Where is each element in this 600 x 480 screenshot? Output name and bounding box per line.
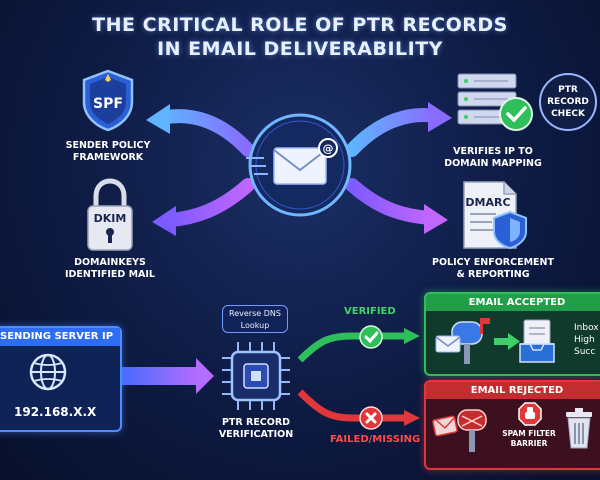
ptr-chip-icon [222, 342, 290, 410]
verified-check-icon [359, 325, 383, 349]
ptr-check-illustration: PTR RECORD CHECK [457, 73, 597, 131]
mailbox-icon [457, 409, 487, 452]
dkim-label-line-2: IDENTIFIED MAIL [65, 269, 155, 280]
dmarc-label-line-2: & REPORTING [456, 269, 530, 280]
accepted-text-line-2: High [574, 335, 595, 345]
sending-server-panel: SENDING SERVER IP [0, 326, 122, 432]
dkim-badge-text: DKIM [94, 212, 127, 225]
verified-label: VERIFIED [344, 306, 396, 317]
at-sign-icon: @ [318, 138, 338, 158]
arrow-failed [297, 389, 404, 422]
email-rejected-header: EMAIL REJECTED [426, 382, 600, 399]
sending-server-ip: 192.168.X.X [14, 405, 97, 419]
failed-x-icon [359, 406, 383, 430]
arrow-right-icon [494, 333, 520, 350]
envelope-icon [273, 147, 327, 185]
central-email-hub: @ [246, 113, 352, 217]
spf-label: SENDER POLICY FRAMEWORK [52, 140, 164, 164]
trash-can-icon [566, 408, 592, 449]
accepted-illustration [435, 318, 555, 364]
arrow-to-dkim [163, 178, 255, 227]
inbox-tray-icon [519, 319, 555, 363]
arrow-head-verified [404, 328, 420, 344]
dmarc-document-icon: DMARC [463, 181, 527, 250]
spf-badge-text: SPF [93, 96, 123, 112]
reverse-dns-tag: Reverse DNS Lookup [222, 305, 288, 333]
arrow-head-dmarc [424, 204, 448, 234]
email-accepted-header: EMAIL ACCEPTED [426, 294, 600, 311]
sending-server-header: SENDING SERVER IP [0, 328, 120, 346]
dkim-label-line-1: DOMAINKEYS [74, 257, 146, 268]
spam-filter-label: SPAM FILTER BARRIER [496, 429, 562, 449]
ptr-badge-line-3: CHECK [551, 109, 586, 119]
accepted-text: Inbox High Succ [574, 322, 599, 358]
ptr-verification-line-1: PTR RECORD [221, 417, 291, 428]
accepted-text-line-3: Succ [574, 347, 596, 357]
dkim-label: DOMAINKEYS IDENTIFIED MAIL [52, 257, 168, 281]
arrow-head-ptr-check [428, 102, 452, 132]
stop-sign-icon [518, 402, 542, 426]
failed-label: FAILED/MISSING [330, 434, 421, 445]
svg-text:@: @ [323, 142, 334, 155]
title-line-2: IN EMAIL DELIVERABILITY [157, 38, 443, 60]
arrow-to-spf [155, 109, 255, 157]
title-line-1: THE CRITICAL ROLE OF PTR RECORDS [92, 14, 508, 36]
arrow-head-failed [404, 410, 420, 426]
spf-label-line-1: SENDER POLICY [65, 140, 151, 151]
ptr-record-check-badge: PTR RECORD CHECK [539, 73, 597, 131]
arrow-head-spf [146, 104, 170, 134]
globe-icon [29, 353, 67, 391]
ptr-badge-line-1: PTR [558, 85, 578, 95]
arrow-head-dkim [152, 206, 176, 236]
ptr-check-label: VERIFIES IP TO DOMAIN MAPPING [432, 146, 554, 170]
dmarc-label: POLICY ENFORCEMENT & REPORTING [420, 257, 566, 281]
spam-filter-line-2: BARRIER [510, 439, 548, 448]
ptr-check-label-line-1: VERIFIES IP TO [453, 146, 533, 157]
dmarc-badge-text: DMARC [465, 196, 510, 209]
arrow-to-dmarc [345, 178, 437, 225]
dkim-lock-icon: DKIM [87, 178, 133, 251]
arrow-send-head [196, 358, 214, 394]
reverse-dns-line-2: Lookup [240, 321, 270, 330]
spf-label-line-2: FRAMEWORK [72, 152, 144, 163]
rejected-mailbox-illustration [432, 409, 487, 452]
ptr-verification-line-2: VERIFICATION [218, 429, 294, 440]
envelope-icon [435, 335, 461, 353]
broken-envelope-icon [432, 415, 458, 437]
spf-shield-icon: SPF [82, 69, 134, 132]
ptr-badge-line-2: RECORD [547, 97, 589, 107]
arrow-verified [297, 332, 404, 363]
dmarc-label-line-1: POLICY ENFORCEMENT [432, 257, 554, 268]
shield-icon [493, 210, 527, 250]
accepted-text-line-1: Inbox [574, 323, 599, 333]
ptr-verification-label: PTR RECORD VERIFICATION [206, 417, 306, 441]
email-accepted-panel: EMAIL ACCEPTED [424, 292, 600, 376]
check-circle-icon [499, 97, 533, 131]
ptr-check-label-line-2: DOMAIN MAPPING [444, 158, 542, 169]
reverse-dns-line-1: Reverse DNS [229, 309, 281, 318]
arrow-send-body [116, 367, 198, 385]
spam-filter-line-1: SPAM FILTER [502, 429, 556, 438]
